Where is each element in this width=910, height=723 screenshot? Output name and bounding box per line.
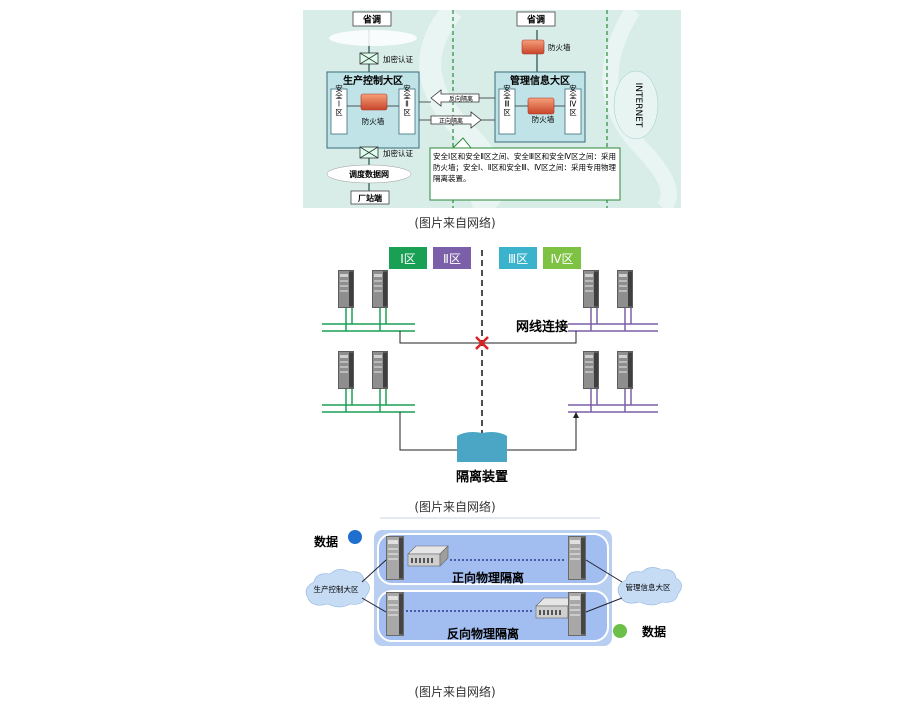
zone-prod-label: 生产控制大区	[343, 74, 403, 87]
isolation-network-diagram: Ⅰ区 Ⅱ区 Ⅲ区 Ⅳ区 网线连接 隔离装置	[322, 247, 658, 485]
firewall-mgmt-icon	[527, 97, 555, 115]
caption-1: (图片来自网络)	[414, 216, 496, 230]
server-icon	[386, 592, 404, 636]
encrypt-bottom-label: 加密认证	[383, 148, 413, 158]
zone3-box	[498, 88, 516, 135]
blocked-x-icon	[475, 336, 489, 350]
zone1-label: 安全Ⅰ区	[334, 83, 343, 116]
forward-isolation-label: 正向隔离	[439, 117, 463, 125]
forward-isolation-label: 正向物理隔离	[452, 570, 524, 585]
server-icon	[386, 536, 404, 580]
top-title-right-box	[516, 11, 556, 27]
data-bottom-label: 数据	[642, 624, 666, 639]
zone4-box	[564, 88, 582, 135]
cloud-right-icon	[617, 567, 682, 606]
note-text: 安全Ⅰ区和安全Ⅱ区之间、安全Ⅲ区和安全Ⅳ区之间：采用防火墙；安全Ⅰ、Ⅱ区和安全Ⅲ…	[433, 152, 616, 183]
zone1-tag	[389, 247, 427, 269]
zone4-label: 安全Ⅳ区	[568, 83, 577, 116]
zone2-tag-label: Ⅱ区	[443, 252, 461, 266]
zone-mgmt-label: 管理信息大区	[510, 74, 570, 87]
firewall-prod-icon	[360, 93, 388, 111]
isolation-device-label: 隔离装置	[456, 469, 508, 485]
forward-isolation-device-icon	[407, 545, 449, 567]
cloud-left-label: 生产控制大区	[314, 584, 359, 594]
top-title-left: 省调	[362, 14, 381, 26]
zone2-tag	[433, 247, 471, 269]
server-icon	[568, 592, 586, 636]
data-top-label: 数据	[314, 534, 338, 549]
zone4-tag-label: Ⅳ区	[550, 252, 573, 266]
server-icon	[617, 270, 633, 308]
encrypt-top-label: 加密认证	[383, 54, 413, 64]
zone3-label: 安全Ⅲ区	[502, 83, 511, 116]
reverse-isolation-label: 反向物理隔离	[447, 626, 519, 641]
plant-label: 厂站端	[358, 193, 382, 203]
data-top-dot-icon	[348, 530, 362, 544]
note-box	[429, 147, 621, 201]
caption-2: (图片来自网络)	[414, 500, 496, 514]
server-icon	[583, 351, 599, 389]
isolation-device-icon	[457, 436, 507, 462]
server-icon	[617, 351, 633, 389]
zone2-label: 安全Ⅱ区	[402, 83, 411, 116]
firewall-prod-label: 防火墙	[362, 116, 385, 126]
server-icon	[372, 351, 388, 389]
top-title-right: 省调	[526, 14, 545, 26]
zone2-box	[398, 88, 416, 135]
server-icon	[338, 270, 354, 308]
cloud-right-label: 管理信息大区	[626, 582, 671, 592]
forward-isolation-arrow	[430, 111, 482, 129]
network-link-label: 网线连接	[516, 319, 568, 335]
server-icon	[372, 270, 388, 308]
internet-cloud-icon	[613, 70, 659, 140]
security-zone-diagram: 省调 省调 加密认证 防火墙 生产控制大区 安全Ⅰ区 安全Ⅱ区 防火墙 管理信息…	[303, 10, 681, 208]
firewall-top-label: 防火墙	[548, 42, 571, 52]
zone4-tag	[543, 247, 581, 269]
physical-isolation-diagram: 正向物理隔离 反向物理隔离 生产控制大区 管理信息大区 数据 数据	[305, 517, 682, 646]
zone3-tag	[499, 247, 537, 269]
top-title-left-box	[352, 11, 392, 27]
zone1-tag-label: Ⅰ区	[400, 252, 416, 266]
caption-3: (图片来自网络)	[414, 685, 496, 699]
data-bottom-dot-icon	[613, 624, 627, 638]
dispatch-network-label: 调度数据网	[349, 169, 389, 179]
plant-box	[350, 190, 390, 205]
cloud-icon	[329, 30, 417, 46]
dispatch-network-cloud-icon	[326, 164, 412, 184]
server-icon	[338, 351, 354, 389]
zone3-tag-label: Ⅲ区	[508, 252, 528, 266]
internet-label: INTERNET	[633, 83, 643, 128]
server-icon	[568, 536, 586, 580]
server-icon	[583, 270, 599, 308]
firewall-mgmt-label: 防火墙	[532, 114, 555, 124]
reverse-isolation-label: 反向隔离	[449, 95, 473, 103]
firewall-top-icon	[521, 39, 545, 55]
zone1-box	[330, 88, 348, 135]
